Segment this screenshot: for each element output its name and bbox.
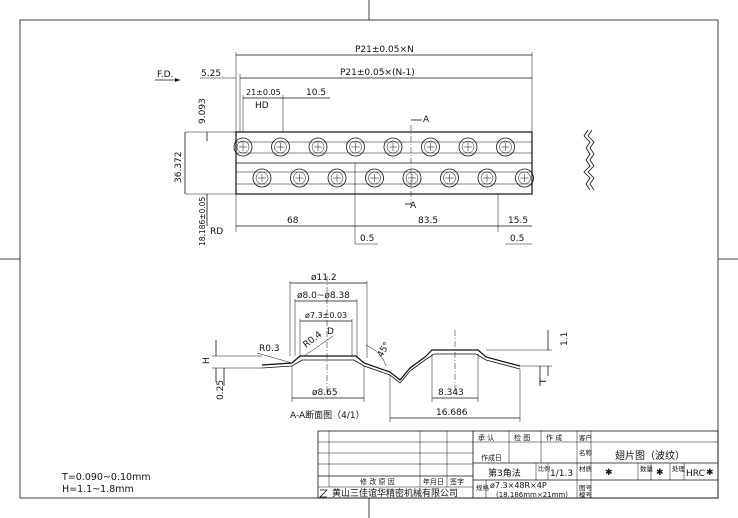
tb-make: 作 成 — [546, 433, 562, 442]
dim-single-pitch: 21±0.05 — [246, 88, 281, 97]
tb-material-label: 材质 — [579, 464, 593, 473]
tb-rev-reason: 修 改 原 因 — [360, 477, 395, 486]
hole-feature — [308, 137, 328, 157]
dim-18186: 18.186±0.05 — [198, 197, 207, 246]
r04-label: R0.4 — [302, 330, 325, 351]
r03-label: R0.3 — [259, 344, 280, 354]
hole-row-lower — [252, 168, 534, 188]
hd-label: HD — [255, 101, 269, 111]
hole-feature — [440, 168, 459, 188]
tb-name-label: 名称 — [579, 448, 593, 457]
side-profile — [583, 129, 595, 191]
dim-d8-65: ø8.65 — [312, 388, 338, 398]
tb-spec-label: 规格 — [476, 483, 490, 492]
hole-feature — [346, 137, 365, 157]
hole-feature — [383, 137, 403, 157]
title-block: 承 认 检 图 作 成 客户 名称 翅片图（波纹） 作成日 第3角法 比例 1/… — [317, 430, 719, 499]
tb-spec-line2: (18.186mm×21mm) — [496, 491, 568, 499]
section-caption: A-A断面图（4/1） — [290, 409, 365, 421]
dim-offset-left: 5.25 — [201, 69, 221, 79]
dim-9093: 9.093 — [198, 98, 208, 124]
dim-83-5: 83.5 — [418, 216, 438, 226]
tb-scale: 1/1.3 — [550, 469, 573, 479]
tb-customer: 客户 — [579, 433, 592, 442]
dim-d7-3: ø7.3±0.03 — [305, 311, 347, 320]
tb-spec-line1: ø7.3×48R×4P — [490, 481, 547, 490]
dim-pitch-total: P21±0.05×N — [355, 45, 414, 55]
dim-16-686: 16.686 — [436, 408, 468, 418]
hole-feature — [515, 168, 534, 188]
hole-row-upper — [233, 137, 515, 157]
hole-feature — [477, 168, 497, 188]
tb-check: 检 图 — [514, 433, 530, 442]
hole-feature — [496, 137, 515, 157]
tb-part-name: 翅片图（波纹） — [615, 449, 685, 462]
h-label: H — [202, 357, 212, 364]
tb-hrc-mark: ✱ — [706, 468, 714, 478]
dim-hd-half: 10.5 — [306, 88, 326, 98]
angle-label: 45° — [376, 341, 393, 360]
tb-projection-method: 第3角法 — [488, 467, 521, 479]
company-logo-icon — [319, 489, 328, 498]
hole-feature — [233, 137, 253, 157]
dim-36372: 36.372 — [174, 152, 184, 184]
tb-rev-date: 年月日 — [423, 477, 444, 486]
hole-feature — [421, 137, 440, 157]
tb-company: 黄山三佳谊华精密机械有限公司 — [332, 487, 458, 499]
note-thickness: T=0.090~0.10mm — [61, 472, 151, 483]
dim-1-1: 1.1 — [560, 332, 570, 346]
tb-approve: 承 认 — [478, 433, 494, 442]
hole-feature — [290, 168, 309, 188]
feed-direction-label: F.D. — [157, 70, 173, 80]
dim-15-5: 15.5 — [508, 216, 528, 226]
dim-8-343: 8.343 — [438, 388, 464, 398]
tb-rev-sign: 签字 — [450, 477, 464, 486]
note-height: H=1.1~1.8mm — [62, 484, 134, 495]
tb-hrc: HRC — [686, 469, 705, 479]
tb-model-no: 模号 — [579, 490, 593, 499]
dim-pitch-n-minus-1: P21±0.05×(N-1) — [340, 68, 415, 78]
dim-0-5-right: 0.5 — [510, 234, 524, 244]
tb-drawing-no: 图号 — [579, 484, 593, 492]
dim-0-5-left: 0.5 — [360, 234, 374, 244]
dim-thickness: 0.25 — [216, 380, 226, 400]
hole-feature — [365, 168, 384, 188]
hole-feature — [252, 168, 272, 188]
dim-d8-0: ø8.0~ø8.38 — [297, 291, 350, 301]
dim-68: 68 — [287, 216, 299, 226]
tb-scale-label: 比例 — [538, 465, 550, 473]
top-view: A A F.D. P21±0.05×N P21±0.05×(N-1) 5.25 … — [155, 45, 534, 246]
dim-d11-2: ø11.2 — [311, 273, 337, 283]
tb-date-label: 作成日 — [481, 453, 502, 462]
d-label: D — [327, 327, 334, 337]
t-label: T — [539, 378, 549, 385]
tb-qty-label: 数量 — [640, 464, 654, 473]
rd-label: RD — [210, 227, 223, 237]
section-mark-top: A — [423, 115, 430, 125]
tb-qty-mark: ✱ — [656, 468, 664, 478]
hole-feature — [271, 137, 290, 157]
hole-feature — [327, 168, 347, 188]
tb-treatment-label: 处理 — [672, 464, 686, 473]
hole-feature — [402, 168, 422, 188]
tb-material-mark: ✱ — [605, 468, 613, 478]
section-view: ø11.2 ø8.0~ø8.38 ø7.3±0.03 R0.4 D R0.3 4… — [202, 273, 570, 422]
hole-feature — [458, 137, 478, 157]
section-mark-bottom: A — [410, 201, 417, 211]
